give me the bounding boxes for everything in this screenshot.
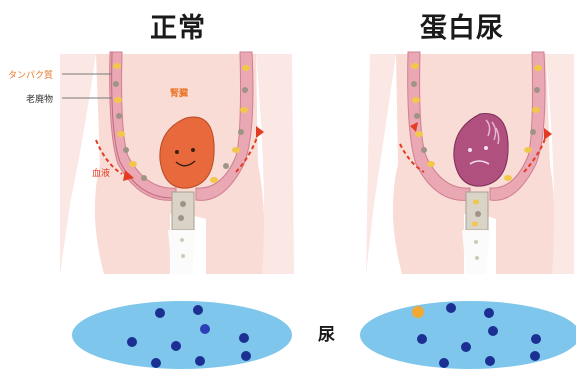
urine-pool-proteinuria [360, 301, 576, 369]
label-urine: 尿 [318, 320, 335, 345]
urine-pool-normal [72, 301, 292, 369]
